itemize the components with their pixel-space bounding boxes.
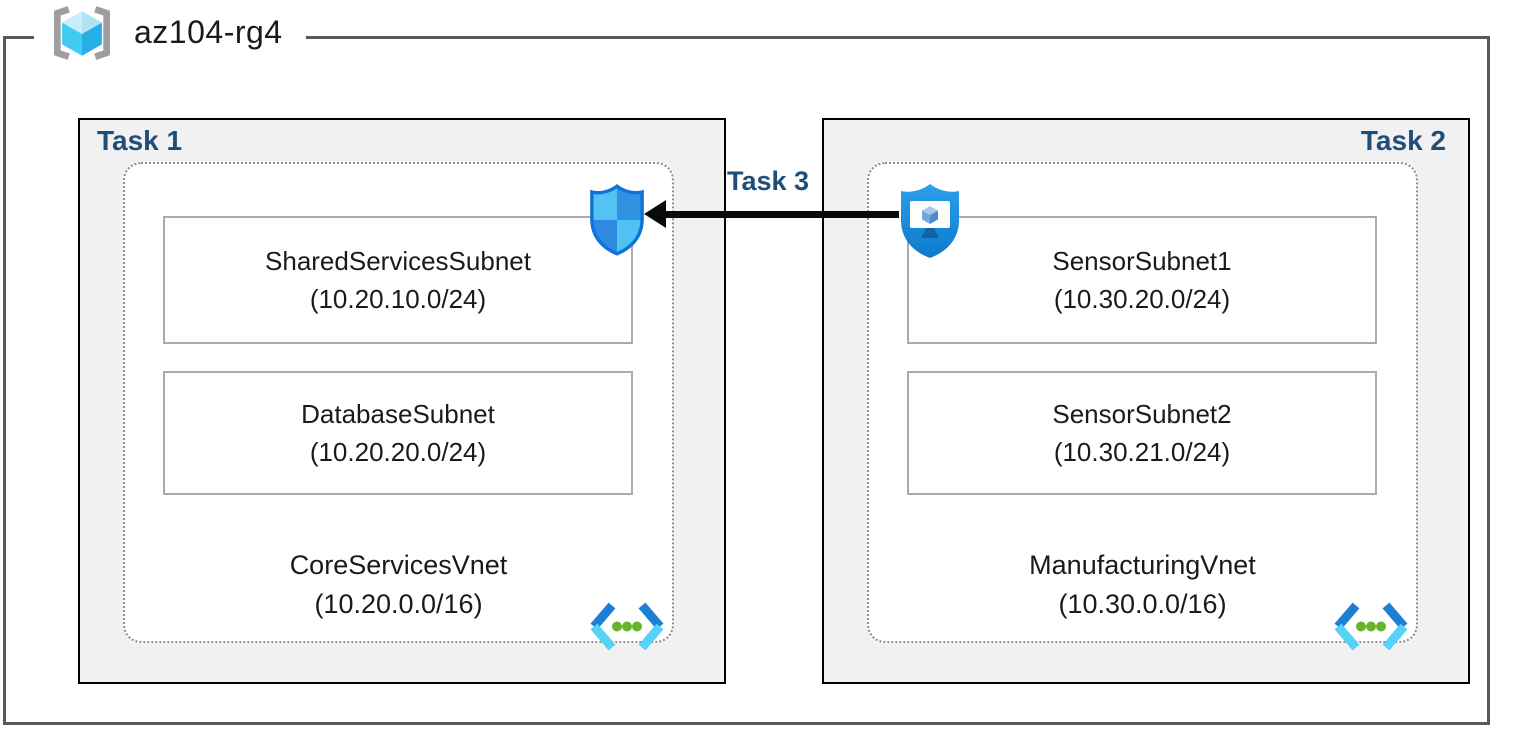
left-arrow-head-icon: [644, 200, 666, 228]
sensor-subnet1-card: SensorSubnet1 (10.30.20.0/24): [907, 216, 1377, 344]
shield-monitor-icon: [901, 184, 959, 258]
frame-label-gap: [34, 28, 306, 44]
subnet-cidr: (10.20.20.0/24): [309, 437, 487, 467]
task1-box: Task 1 SharedServicesSubnet (10.20.10.0/…: [78, 118, 726, 684]
vnet-name: CoreServicesVnet: [289, 550, 508, 580]
resource-group-frame: [3, 36, 1490, 725]
subnet-name: SharedServicesSubnet: [265, 246, 531, 276]
coreservices-vnet-caption: CoreServicesVnet (10.20.0.0/16): [125, 546, 672, 624]
subnet-cidr: (10.30.20.0/24): [1053, 284, 1231, 314]
network-security-group-shield-icon: [590, 184, 644, 256]
task1-label: Task 1: [97, 125, 183, 156]
virtual-network-icon: [590, 602, 664, 651]
virtual-network-icon: [1334, 602, 1408, 651]
subnet-cidr: (10.30.21.0/24): [1053, 437, 1231, 467]
database-subnet-card: DatabaseSubnet (10.20.20.0/24): [163, 371, 633, 495]
subnet-name: DatabaseSubnet: [301, 399, 495, 429]
resource-group-name: az104-rg4: [134, 14, 283, 50]
sensor-subnet2-card: SensorSubnet2 (10.30.21.0/24): [907, 371, 1377, 495]
resource-group-cube-icon: [54, 6, 110, 60]
left-arrow-connector: [663, 211, 899, 218]
subnet-name: SensorSubnet1: [1052, 246, 1232, 276]
task3-label: Task 3: [726, 166, 810, 196]
manufacturing-vnet-caption: ManufacturingVnet (10.30.0.0/16): [869, 546, 1416, 624]
vnet-name: ManufacturingVnet: [1029, 550, 1256, 580]
task2-box: Task 2 SensorSubnet1 (10.30.20.0/24) Sen…: [822, 118, 1470, 684]
coreservices-vnet-container: SharedServicesSubnet (10.20.10.0/24) Dat…: [123, 162, 674, 651]
shared-services-subnet-card: SharedServicesSubnet (10.20.10.0/24): [163, 216, 633, 344]
task2-label: Task 2: [1360, 125, 1446, 156]
manufacturing-vnet-container: SensorSubnet1 (10.30.20.0/24) SensorSubn…: [867, 162, 1418, 651]
subnet-name: SensorSubnet2: [1052, 399, 1232, 429]
vnet-cidr: (10.30.0.0/16): [1058, 589, 1227, 619]
subnet-cidr: (10.20.10.0/24): [309, 284, 487, 314]
vnet-cidr: (10.20.0.0/16): [314, 589, 483, 619]
